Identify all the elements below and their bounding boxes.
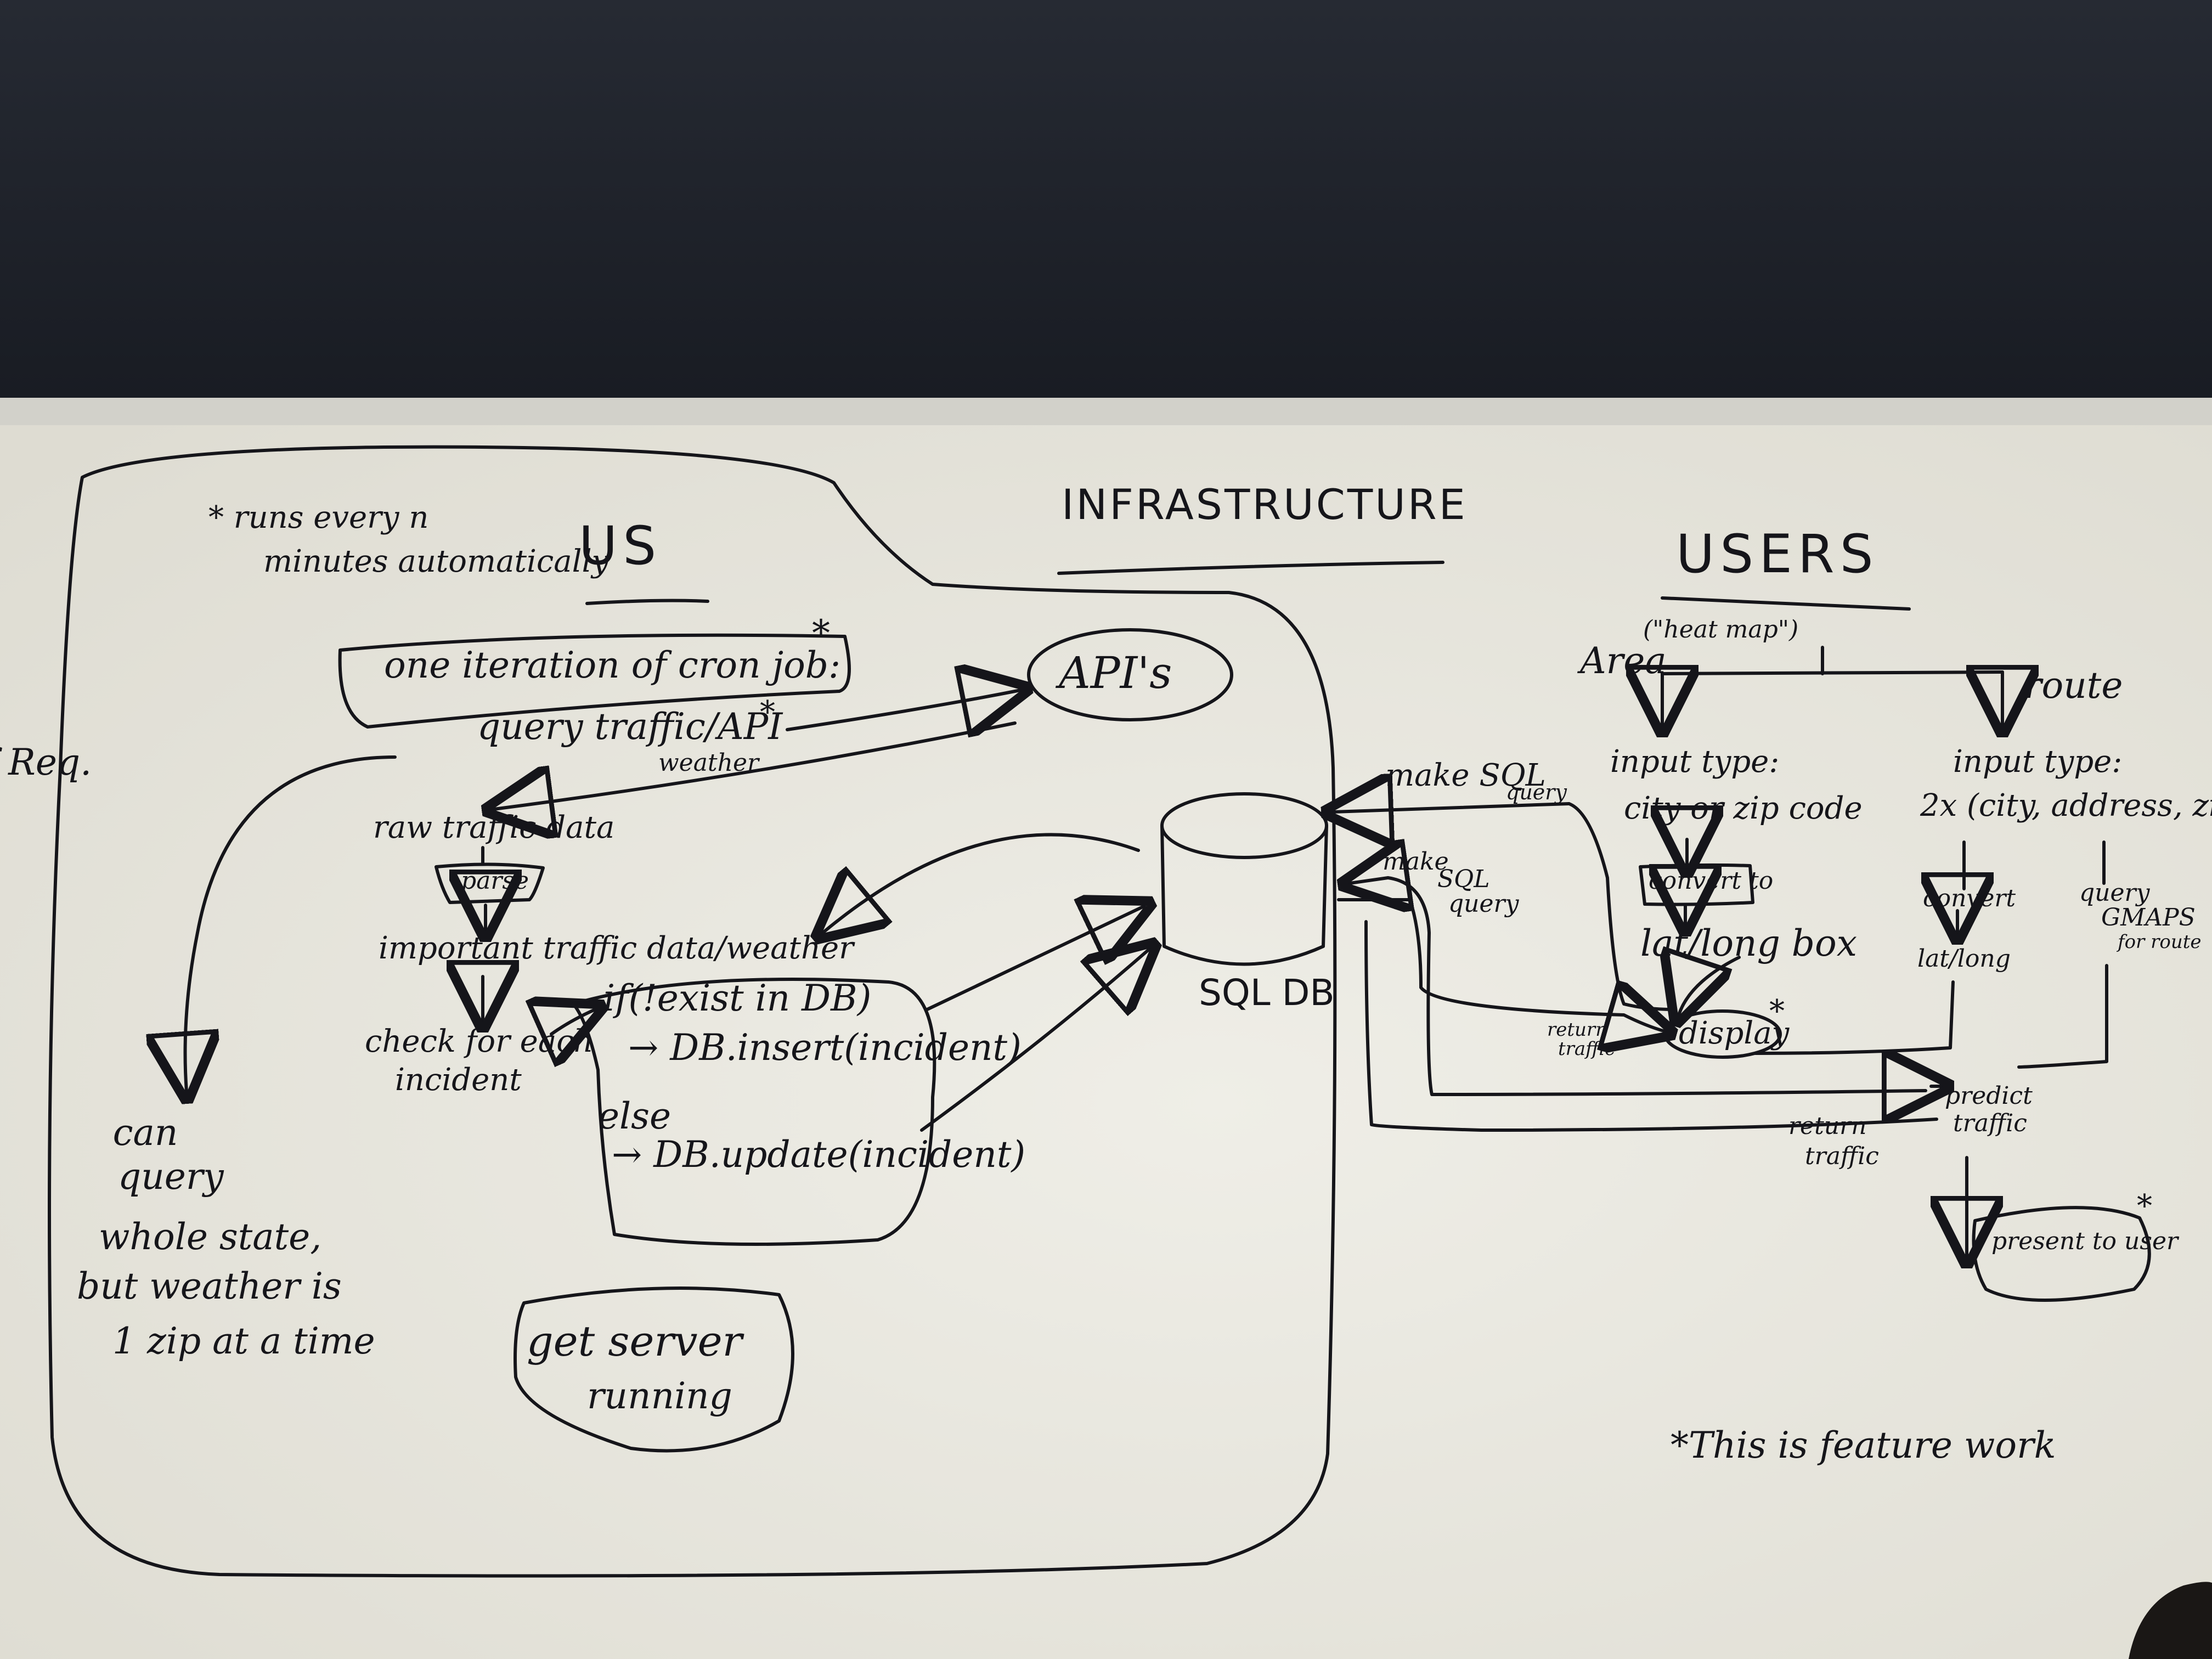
get-server-line1: get server <box>527 1317 742 1365</box>
runs-note-line1: * runs every n <box>208 500 429 535</box>
arrow-query-to-apis <box>786 690 1020 730</box>
convert-to-label: convert to <box>1649 867 1774 895</box>
input-type-area-line1: input type: <box>1610 744 1780 780</box>
query-api-label: query traffic/API <box>477 706 783 748</box>
present-enclosure <box>1972 1206 2151 1302</box>
return-traffic-1-line2: traffic <box>1558 1038 1616 1060</box>
cron-job-label: one iteration of cron job: <box>384 644 841 686</box>
predict-traffic-line1: predict <box>1945 1082 2033 1110</box>
db-insert: → DB.insert(incident) <box>628 1026 1022 1069</box>
route-label: route <box>2024 664 2123 707</box>
can-query-line4: but weather is <box>77 1265 342 1307</box>
display-star: * <box>1769 994 1785 1029</box>
person-head <box>2129 1582 2212 1659</box>
arrow-sql-query-1 <box>1333 804 1571 812</box>
make-sql-query-1: make SQL <box>1385 758 1546 793</box>
query-api-sub: weather <box>658 749 759 777</box>
sql-query-2-line <box>1386 876 1927 1096</box>
input-type-route-line1: input type: <box>1953 744 2123 780</box>
arrow-db-to-important <box>823 833 1140 933</box>
arrow-insert-to-db <box>926 906 1144 1011</box>
ifelse-enclosure <box>572 978 936 1246</box>
us-enclosure <box>48 445 1337 1578</box>
present-star: * <box>2137 1188 2152 1224</box>
db-update: → DB.update(incident) <box>612 1133 1026 1176</box>
wall <box>0 0 2212 422</box>
arrow-update-to-db <box>920 949 1149 1132</box>
apis-label: API's <box>1059 647 1172 698</box>
make-sql-query-1-sub: query <box>1506 780 1567 804</box>
present-to-user-label: present to user <box>1991 1227 2179 1255</box>
else-label: else <box>598 1095 672 1137</box>
sql-db-label: SQL DB <box>1199 972 1335 1014</box>
query-gmaps-line2: GMAPS <box>2101 904 2196 932</box>
make-sql-query-2-line3: query <box>1448 890 1519 918</box>
cron-box-outline <box>338 633 851 729</box>
input-type-route-line2: 2x (city, address, zip) <box>1920 788 2212 823</box>
convert-label: convert <box>1923 884 2016 912</box>
input-type-area-line2: city or zip code <box>1624 791 1863 826</box>
arrow-sql-query-2 <box>1350 878 1388 883</box>
query-api-star: * <box>760 695 775 730</box>
arrow-db-to-display <box>1337 898 1665 1031</box>
check-each-line1: check for each <box>365 1024 594 1059</box>
heat-map-label: ("heat map") <box>1643 616 1799 644</box>
left-edge-text: of Req. <box>0 741 92 783</box>
db-body <box>1160 824 1328 966</box>
query-gmaps-line1: query <box>2079 879 2150 907</box>
return-traffic-2-line1: return <box>1788 1112 1867 1140</box>
query-gmaps-line3: for route <box>2118 931 2202 953</box>
route-latlong-down <box>1754 980 1955 1055</box>
parse-label: parse <box>461 867 529 895</box>
infrastructure-title: INFRASTRUCTURE <box>1062 480 1468 529</box>
us-heading: US <box>579 515 662 577</box>
if-not-exist: if(!exist in DB) <box>603 977 872 1019</box>
feature-work-note: *This is feature work <box>1671 1424 2056 1466</box>
infrastructure-underline <box>1057 561 1444 575</box>
users-heading: USERS <box>1676 523 1879 585</box>
can-query-line2: query <box>118 1155 224 1198</box>
important-traffic-data: important traffic data/weather <box>379 930 854 966</box>
can-query-line3: whole state, <box>99 1216 322 1258</box>
make-sql-query-2-line2: SQL <box>1437 865 1490 893</box>
whiteboard <box>0 425 2212 1659</box>
arrow-apis-to-raw <box>494 721 1017 809</box>
get-server-line2: running <box>587 1375 732 1417</box>
return-traffic-1-line1: return <box>1547 1019 1608 1041</box>
display-label: display <box>1679 1015 1790 1051</box>
runs-note-line2: minutes automatically <box>263 544 610 579</box>
cron-star: * <box>812 612 830 654</box>
raw-traffic-data: raw traffic data <box>373 810 615 845</box>
us-underline <box>585 599 709 605</box>
can-query-line1: can <box>112 1111 178 1154</box>
users-underline <box>1661 596 1911 611</box>
lat-long-box-label: lat/long box <box>1640 922 1858 964</box>
route-gmaps-down <box>2017 964 2108 1069</box>
arrow-check-to-if <box>551 1009 595 1034</box>
make-sql-query-2-line1: make <box>1383 848 1449 876</box>
area-route-bar <box>1661 670 2004 675</box>
return-traffic-2-line <box>1364 920 1938 1132</box>
parse-box <box>435 862 545 904</box>
lat-long-label: lat/long <box>1917 945 2011 973</box>
can-query-line5: 1 zip at a time <box>112 1320 375 1362</box>
get-server-enclosure <box>514 1286 794 1453</box>
return-traffic-2-line2: traffic <box>1805 1142 1879 1170</box>
arrow-loop-to-can-query <box>185 755 397 1092</box>
area-label: Area <box>1580 640 1667 682</box>
check-each-line2: incident <box>395 1062 522 1098</box>
predict-traffic-line2: traffic <box>1953 1109 2027 1137</box>
